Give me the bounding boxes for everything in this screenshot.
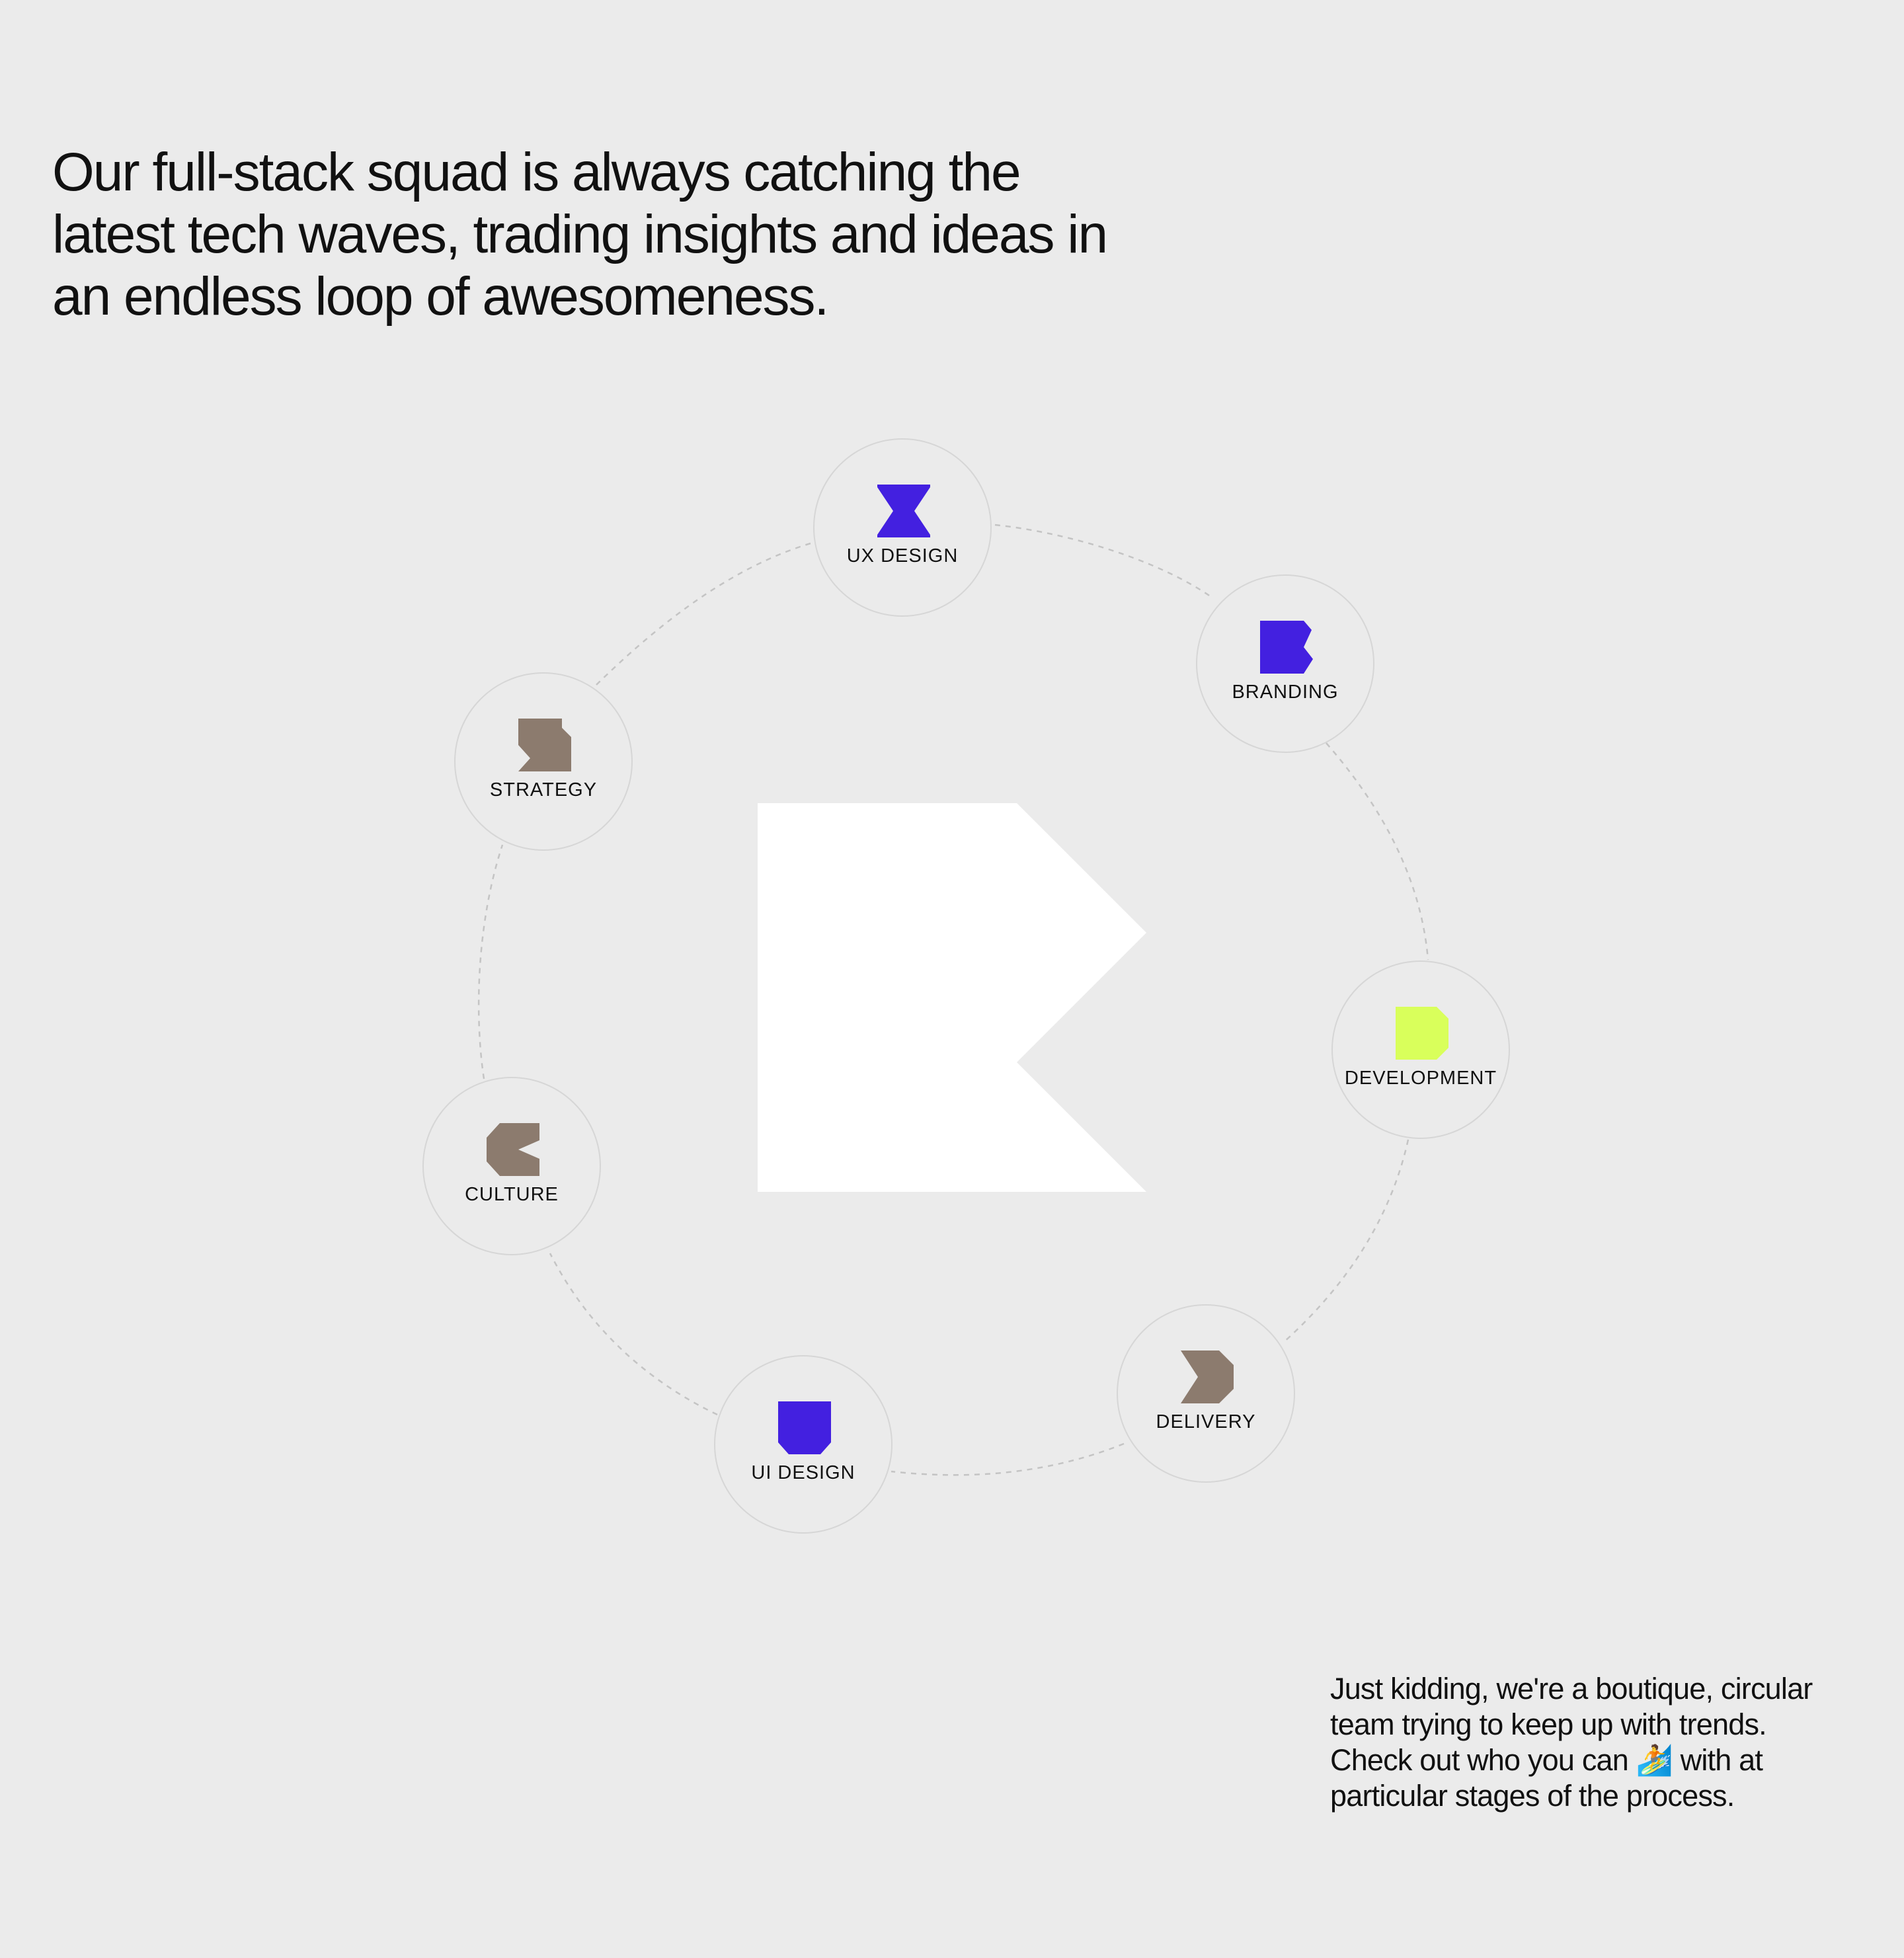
d-shape-icon (1396, 1007, 1448, 1060)
headline: Our full-stack squad is always catching … (52, 141, 1282, 328)
headline-line-2: latest tech waves, trading insights and … (52, 204, 1108, 264)
headline-line-1: Our full-stack squad is always catching … (52, 142, 1021, 202)
ring-arc-bottom (891, 1442, 1125, 1476)
footnote-line-2: team trying to keep up with trends. (1330, 1707, 1767, 1741)
node-branding[interactable]: BRANDING (1196, 574, 1374, 753)
ring-arc-left (477, 844, 504, 1079)
surfer-emoji-icon: 🏄 (1636, 1743, 1673, 1777)
ring-arc-top-right (994, 524, 1214, 600)
footnote-line-3: Check out who you can 🏄 with at (1330, 1743, 1885, 1778)
footnote-line-1: Just kidding, we're a boutique, circular (1330, 1672, 1813, 1705)
node-label-ui-design: UI DESIGN (751, 1462, 855, 1483)
footnote-line-3-end: with at (1672, 1743, 1763, 1777)
ring-arc-top-left (596, 542, 811, 685)
c-shape-icon (487, 1123, 539, 1176)
node-ux-design[interactable]: UX DESIGN (813, 438, 992, 617)
headline-line-3: an endless loop of awesomeness. (52, 266, 829, 327)
node-label-branding: BRANDING (1232, 682, 1339, 703)
node-label-development: DEVELOPMENT (1344, 1068, 1497, 1089)
footnote-line-4: particular stages of the process. (1330, 1779, 1735, 1813)
u-shield-shape-icon (778, 1401, 831, 1454)
chevron-shape-icon (1181, 1351, 1234, 1403)
ring-arc-bottom-left (549, 1253, 718, 1416)
footnote-line-3-start: Check out who you can (1330, 1743, 1636, 1777)
node-culture[interactable]: CULTURE (422, 1077, 601, 1255)
brand-logo-icon (758, 803, 1146, 1192)
b-shape-icon (1260, 621, 1313, 674)
ring-arc-bottom-right (1282, 1139, 1409, 1344)
hourglass-shape-icon (877, 485, 930, 537)
node-delivery[interactable]: DELIVERY (1117, 1304, 1295, 1483)
footnote: Just kidding, we're a boutique, circular… (1330, 1671, 1885, 1814)
node-ui-design[interactable]: UI DESIGN (714, 1355, 892, 1534)
node-label-culture: CULTURE (465, 1184, 559, 1205)
node-label-strategy: STRATEGY (489, 779, 598, 801)
node-development[interactable]: DEVELOPMENT (1331, 960, 1510, 1139)
ring-arc-right (1326, 742, 1429, 960)
node-label-delivery: DELIVERY (1156, 1411, 1256, 1432)
s-shape-icon (518, 719, 571, 771)
node-strategy[interactable]: STRATEGY (454, 672, 633, 851)
node-label-ux-design: UX DESIGN (846, 545, 959, 567)
